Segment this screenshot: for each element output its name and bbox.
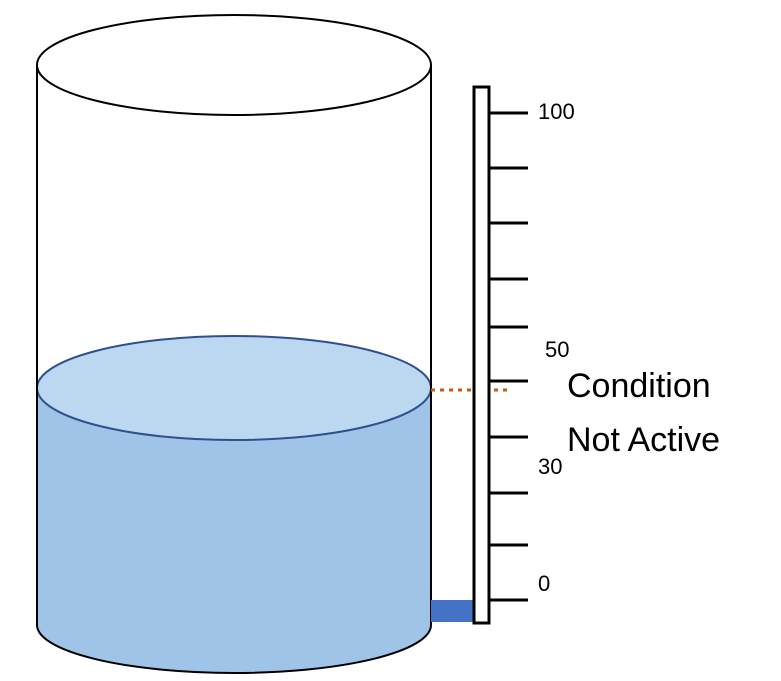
tank-top-rim	[36, 14, 432, 116]
outlet-pipe	[431, 600, 473, 622]
condition-status-line2: Not Active	[567, 421, 721, 459]
scale-label-50: 50	[545, 337, 570, 362]
scale-label-30: 30	[538, 454, 563, 479]
liquid-body	[37, 388, 431, 673]
tank-bottom	[36, 624, 432, 674]
scale-label-0: 0	[538, 571, 551, 596]
scale-label-100: 100	[538, 99, 575, 124]
condition-status-line1: Condition	[567, 367, 711, 405]
level-scale-bar	[472, 85, 491, 625]
scale-ticks	[489, 111, 528, 602]
liquid-surface	[36, 335, 432, 441]
